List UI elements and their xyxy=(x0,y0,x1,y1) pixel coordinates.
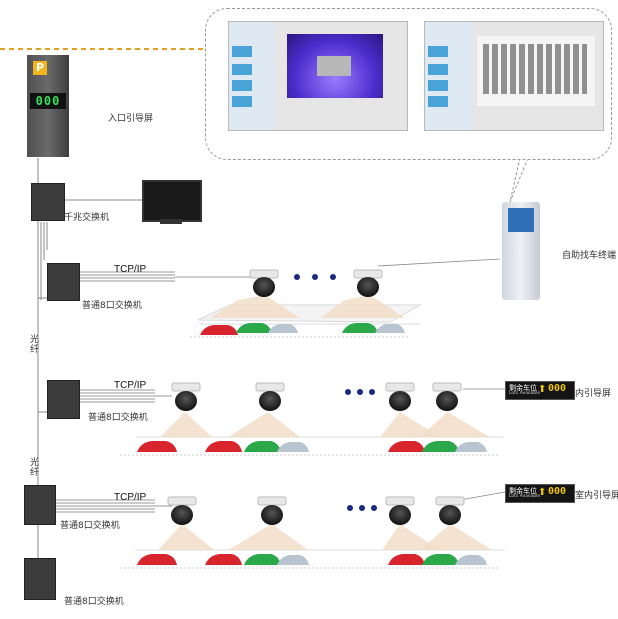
self-service-kiosk xyxy=(502,202,540,300)
dome-camera-icon xyxy=(167,496,197,525)
fiber-label-1: 光纤 xyxy=(30,335,40,355)
sign-subtitle: Lots Available xyxy=(509,494,541,499)
dome-camera-icon xyxy=(353,269,383,297)
parking-p-icon: P xyxy=(33,61,47,75)
tcp-label-row-1: TCP/IP xyxy=(114,264,147,275)
sign-title: 剩余车位 xyxy=(509,384,537,392)
monitor-icon xyxy=(142,180,202,222)
tcp-label-row-3: TCP/IP xyxy=(114,492,147,503)
sign-title: 剩余车位 xyxy=(509,487,537,495)
dome-camera-icon xyxy=(435,496,465,525)
dome-camera-icon xyxy=(385,496,415,525)
switch-row-3 xyxy=(24,485,56,525)
fiber-label-2: 光纤 xyxy=(30,458,40,478)
kiosk-keyboard-screen xyxy=(424,21,604,131)
cars-row-2 xyxy=(137,441,487,452)
cars-row-3 xyxy=(137,554,487,565)
sign-count: 000 xyxy=(548,486,567,497)
dome-camera-icon xyxy=(171,382,201,411)
arrow-up-icon: ⬆ xyxy=(538,384,547,395)
arrow-up-icon: ⬆ xyxy=(538,487,547,498)
kiosk-label: 自助找车终端 xyxy=(562,251,617,261)
parking-floor-2 xyxy=(120,412,505,456)
monitor-stand xyxy=(160,219,182,224)
screen-keyboard xyxy=(477,36,595,106)
car-image xyxy=(317,56,351,76)
cars-row-1 xyxy=(200,323,405,335)
indoor-guide-label-1: 内引导屏 xyxy=(575,389,612,399)
sign-subtitle: Lots Available xyxy=(509,391,541,396)
parking-floor-1 xyxy=(190,295,422,338)
switch-row-4 xyxy=(24,558,56,600)
ellipsis-icon xyxy=(294,274,377,511)
tcp-label-row-2: TCP/IP xyxy=(114,380,147,391)
switch-row-1-label: 普通8口交换机 xyxy=(82,301,142,311)
screen-banner-image xyxy=(287,34,383,98)
dome-camera-icon xyxy=(255,382,285,411)
entrance-count-display: 000 xyxy=(30,93,66,109)
dome-camera-icon xyxy=(432,382,462,411)
kiosk-screens-callout xyxy=(205,8,612,160)
parking-floor-3 xyxy=(120,524,505,569)
switch-row-1 xyxy=(47,263,80,301)
gigabit-switch xyxy=(31,183,65,221)
dome-camera-icon xyxy=(385,382,415,411)
dome-camera-icon xyxy=(257,496,287,525)
gigabit-switch-label: 千兆交换机 xyxy=(64,213,110,223)
indoor-guide-label-2: 室内引导屏 xyxy=(575,491,618,501)
screen-sidebar xyxy=(229,22,275,130)
kiosk-welcome-screen xyxy=(228,21,408,131)
indoor-guide-sign-2: 剩余车位 Lots Available ⬆ 000 xyxy=(505,484,575,503)
indoor-guide-sign-1: 剩余车位 Lots Available ⬆ 000 xyxy=(505,381,575,400)
screen-sidebar xyxy=(425,22,471,130)
dome-camera-icon xyxy=(249,269,279,297)
switch-row-2-label: 普通8口交换机 xyxy=(88,413,148,423)
entrance-guide-pillar: P 000 xyxy=(27,55,69,157)
entrance-guide-label: 入口引导屏 xyxy=(108,114,154,124)
kiosk-screen xyxy=(508,208,534,232)
switch-row-4-label: 普通8口交换机 xyxy=(64,597,124,607)
sign-count: 000 xyxy=(548,383,567,394)
switch-row-3-label: 普通8口交换机 xyxy=(60,521,120,531)
switch-row-2 xyxy=(47,380,80,419)
